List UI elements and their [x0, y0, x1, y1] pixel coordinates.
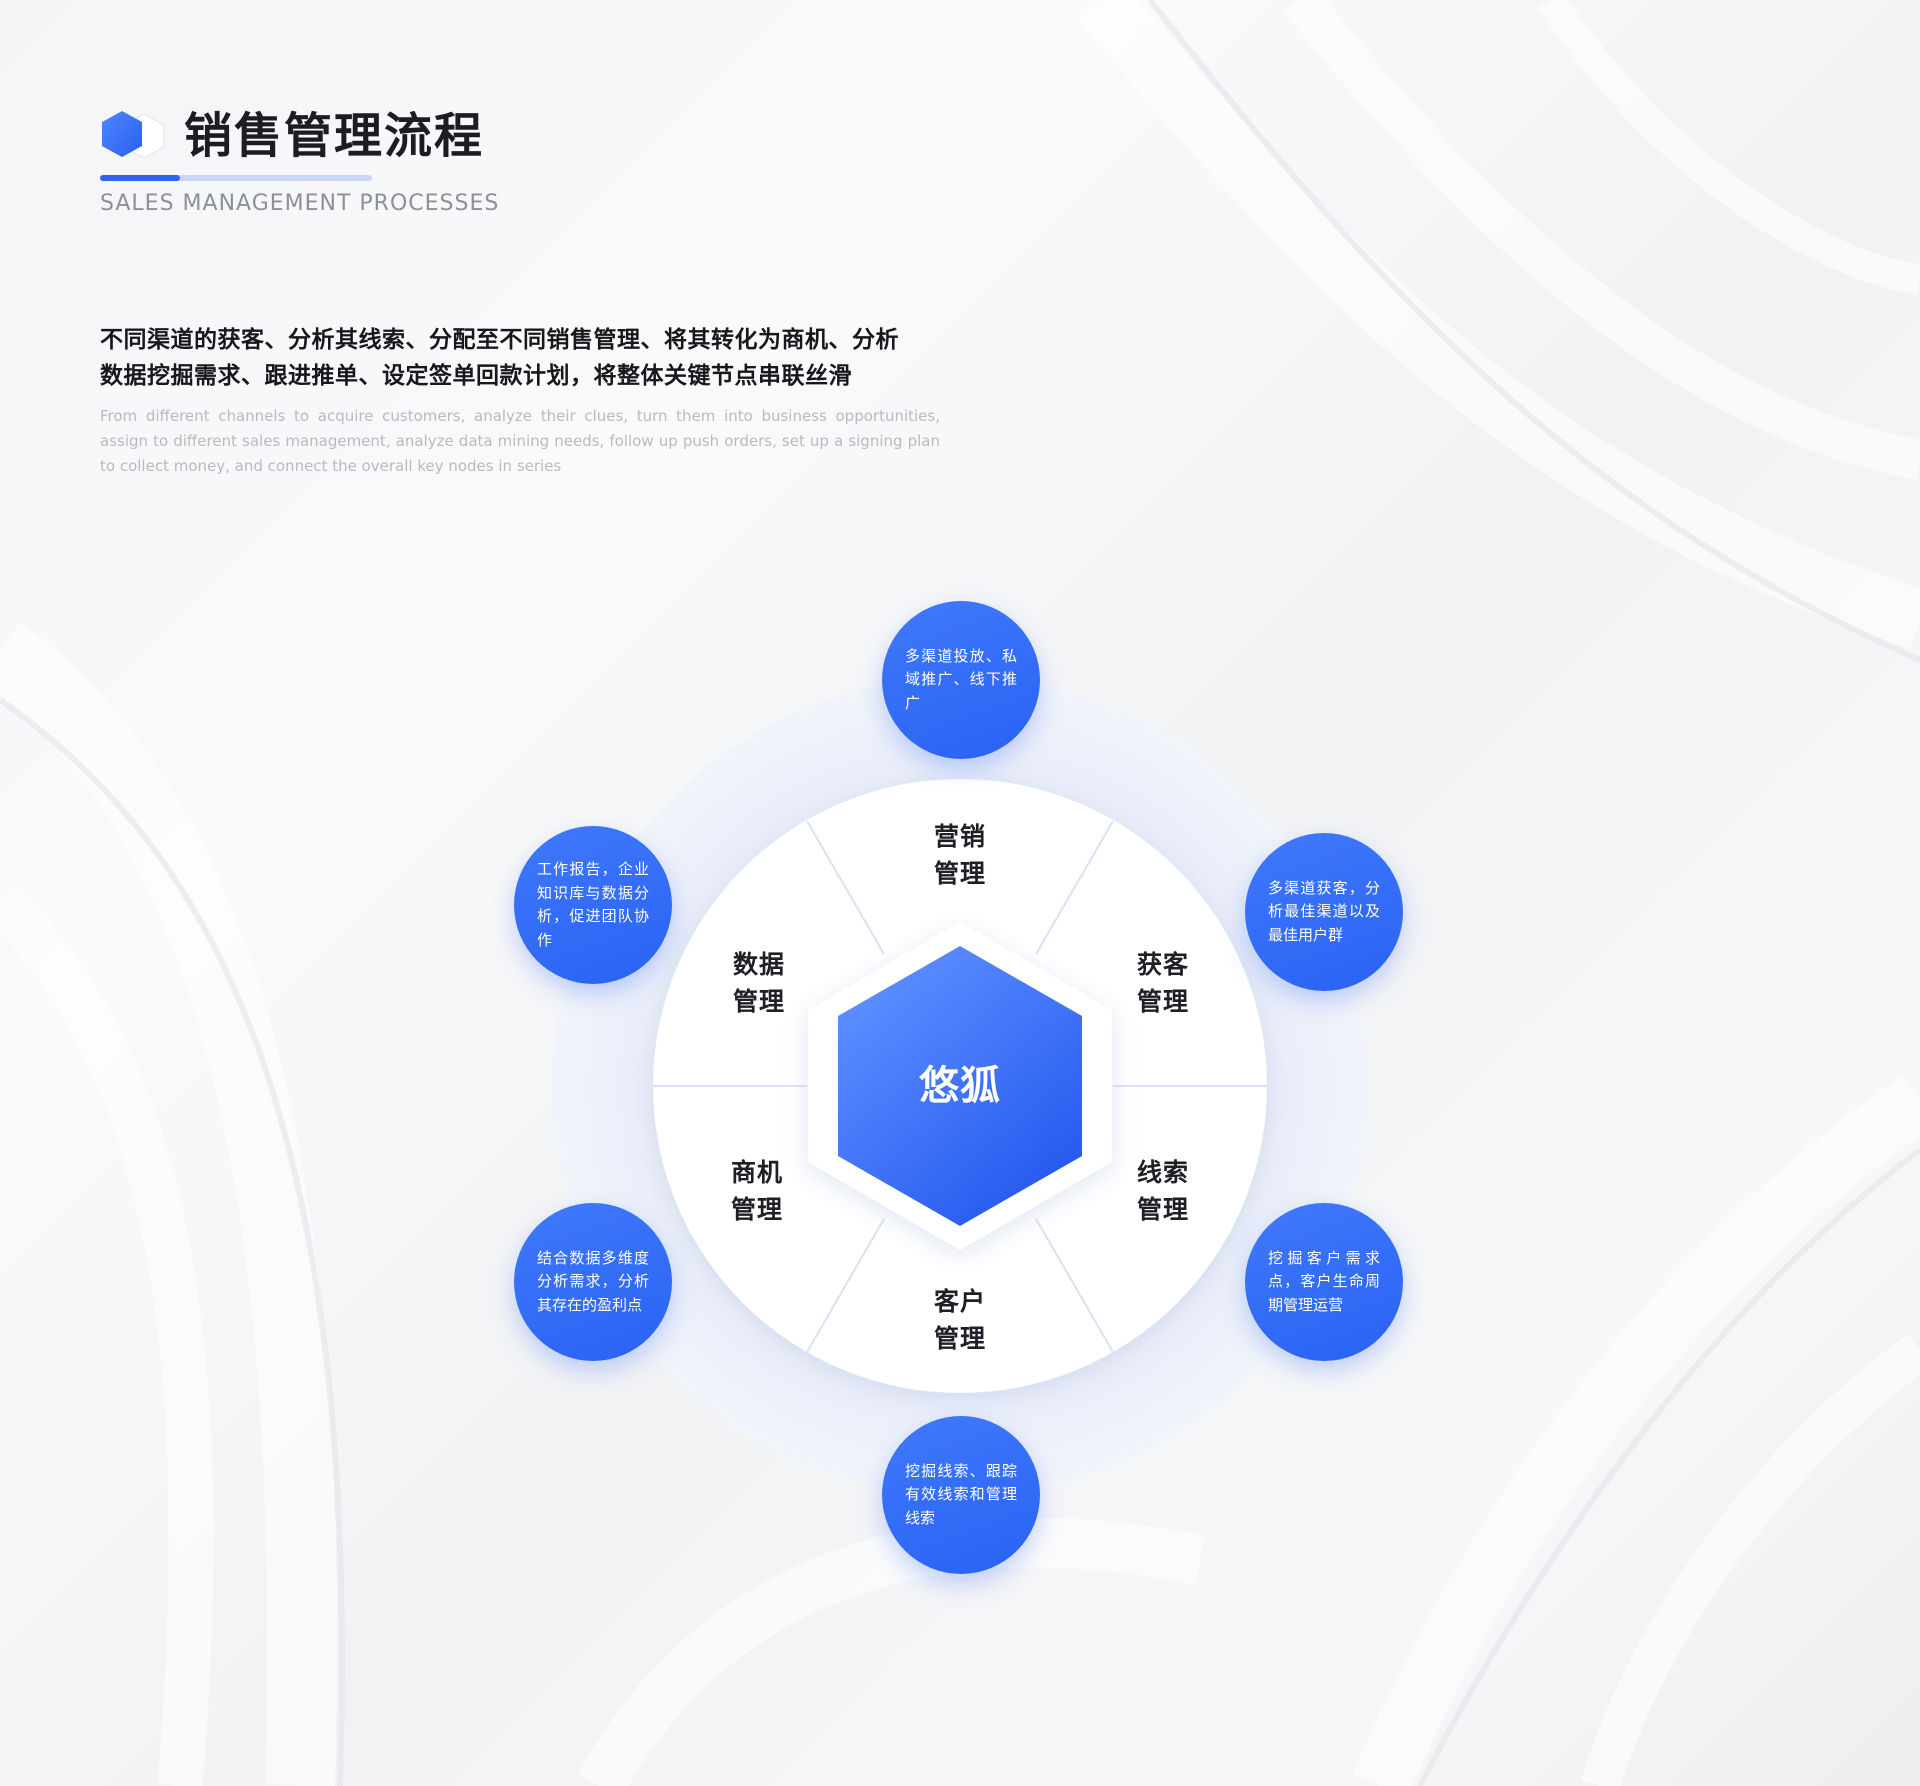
segment-label-data: 数据 管理 — [732, 950, 785, 1016]
node-acquisition: 多渠道获客，分析最佳渠道以及最佳用户群 — [1245, 833, 1403, 991]
title-underline-accent — [100, 175, 180, 181]
node-data: 工作报告，企业知识库与数据分析，促进团队协作 — [514, 826, 672, 984]
center-hexagon — [838, 946, 1082, 1226]
node-text-opportunity: 结合数据多维度分析需求，分析其存在的盈利点 — [537, 1248, 649, 1314]
intro-description: 不同渠道的获客、分析其线索、分配至不同销售管理、将其转化为商机、分析 数据挖掘需… — [100, 322, 960, 394]
segment-label-leads: 线索 管理 — [1136, 1158, 1189, 1224]
node-customer: 挖掘线索、跟踪有效线索和管理线索 — [882, 1416, 1040, 1574]
node-opportunity: 结合数据多维度分析需求，分析其存在的盈利点 — [514, 1203, 672, 1361]
center-label: 悠狐 — [919, 1063, 1001, 1109]
intro-line-1: 不同渠道的获客、分析其线索、分配至不同销售管理、将其转化为商机、分析 — [100, 327, 899, 353]
intro-description-english: From different channels to acquire custo… — [100, 407, 940, 475]
segment-dividers — [653, 820, 1267, 1353]
page-subtitle: SALES MANAGEMENT PROCESSES — [100, 191, 500, 216]
segment-label-marketing: 营销 管理 — [933, 822, 986, 888]
node-leads: 挖掘客户需求点，客户生命周期管理运营 — [1245, 1203, 1403, 1361]
node-text-leads: 挖掘客户需求点，客户生命周期管理运营 — [1268, 1248, 1380, 1314]
segment-label-acquisition: 获客 管理 — [1136, 950, 1189, 1016]
hexagon-logo-icon — [102, 111, 165, 159]
node-text-customer: 挖掘线索、跟踪有效线索和管理线索 — [905, 1461, 1017, 1527]
node-text-acquisition: 多渠道获客，分析最佳渠道以及最佳用户群 — [1268, 878, 1380, 944]
page-title: 销售管理流程 — [184, 108, 485, 164]
segment-label-customer: 客户 管理 — [933, 1287, 986, 1353]
segment-label-opportunity: 商机 管理 — [730, 1158, 783, 1224]
node-text-marketing: 多渠道投放、私域推广、线下推广 — [905, 646, 1017, 712]
node-text-data: 工作报告，企业知识库与数据分析，促进团队协作 — [537, 860, 649, 949]
intro-line-2: 数据挖掘需求、跟进推单、设定签单回款计划，将整体关键节点串联丝滑 — [100, 363, 852, 389]
title-underline-track — [100, 175, 372, 181]
node-marketing: 多渠道投放、私域推广、线下推广 — [882, 601, 1040, 759]
